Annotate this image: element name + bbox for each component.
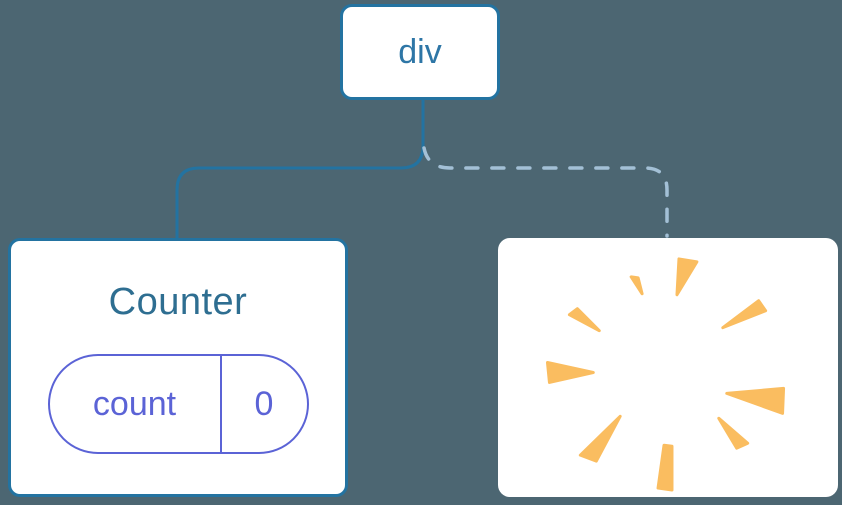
removed-node: [498, 238, 838, 497]
poof-ray: [717, 416, 750, 450]
solid-connector-line: [175, 100, 425, 238]
poof-ray: [545, 361, 595, 384]
root-node: div: [340, 4, 500, 100]
poof-ray: [629, 275, 644, 296]
state-value: 0: [254, 384, 274, 423]
dashed-connector-line: [422, 146, 669, 238]
root-node-label: div: [398, 32, 442, 71]
state-pill: count 0: [47, 354, 309, 454]
poof-ray: [656, 443, 674, 492]
poof-ray: [675, 257, 699, 297]
poof-ray: [567, 307, 601, 333]
counter-title: Counter: [108, 281, 248, 323]
poof-ray: [578, 414, 622, 463]
poof-ray: [721, 299, 768, 330]
state-key-label: count: [50, 356, 222, 452]
poof-ray: [725, 386, 786, 415]
poof-burst-icon: [545, 257, 786, 492]
counter-node: Counter count 0: [8, 238, 348, 497]
